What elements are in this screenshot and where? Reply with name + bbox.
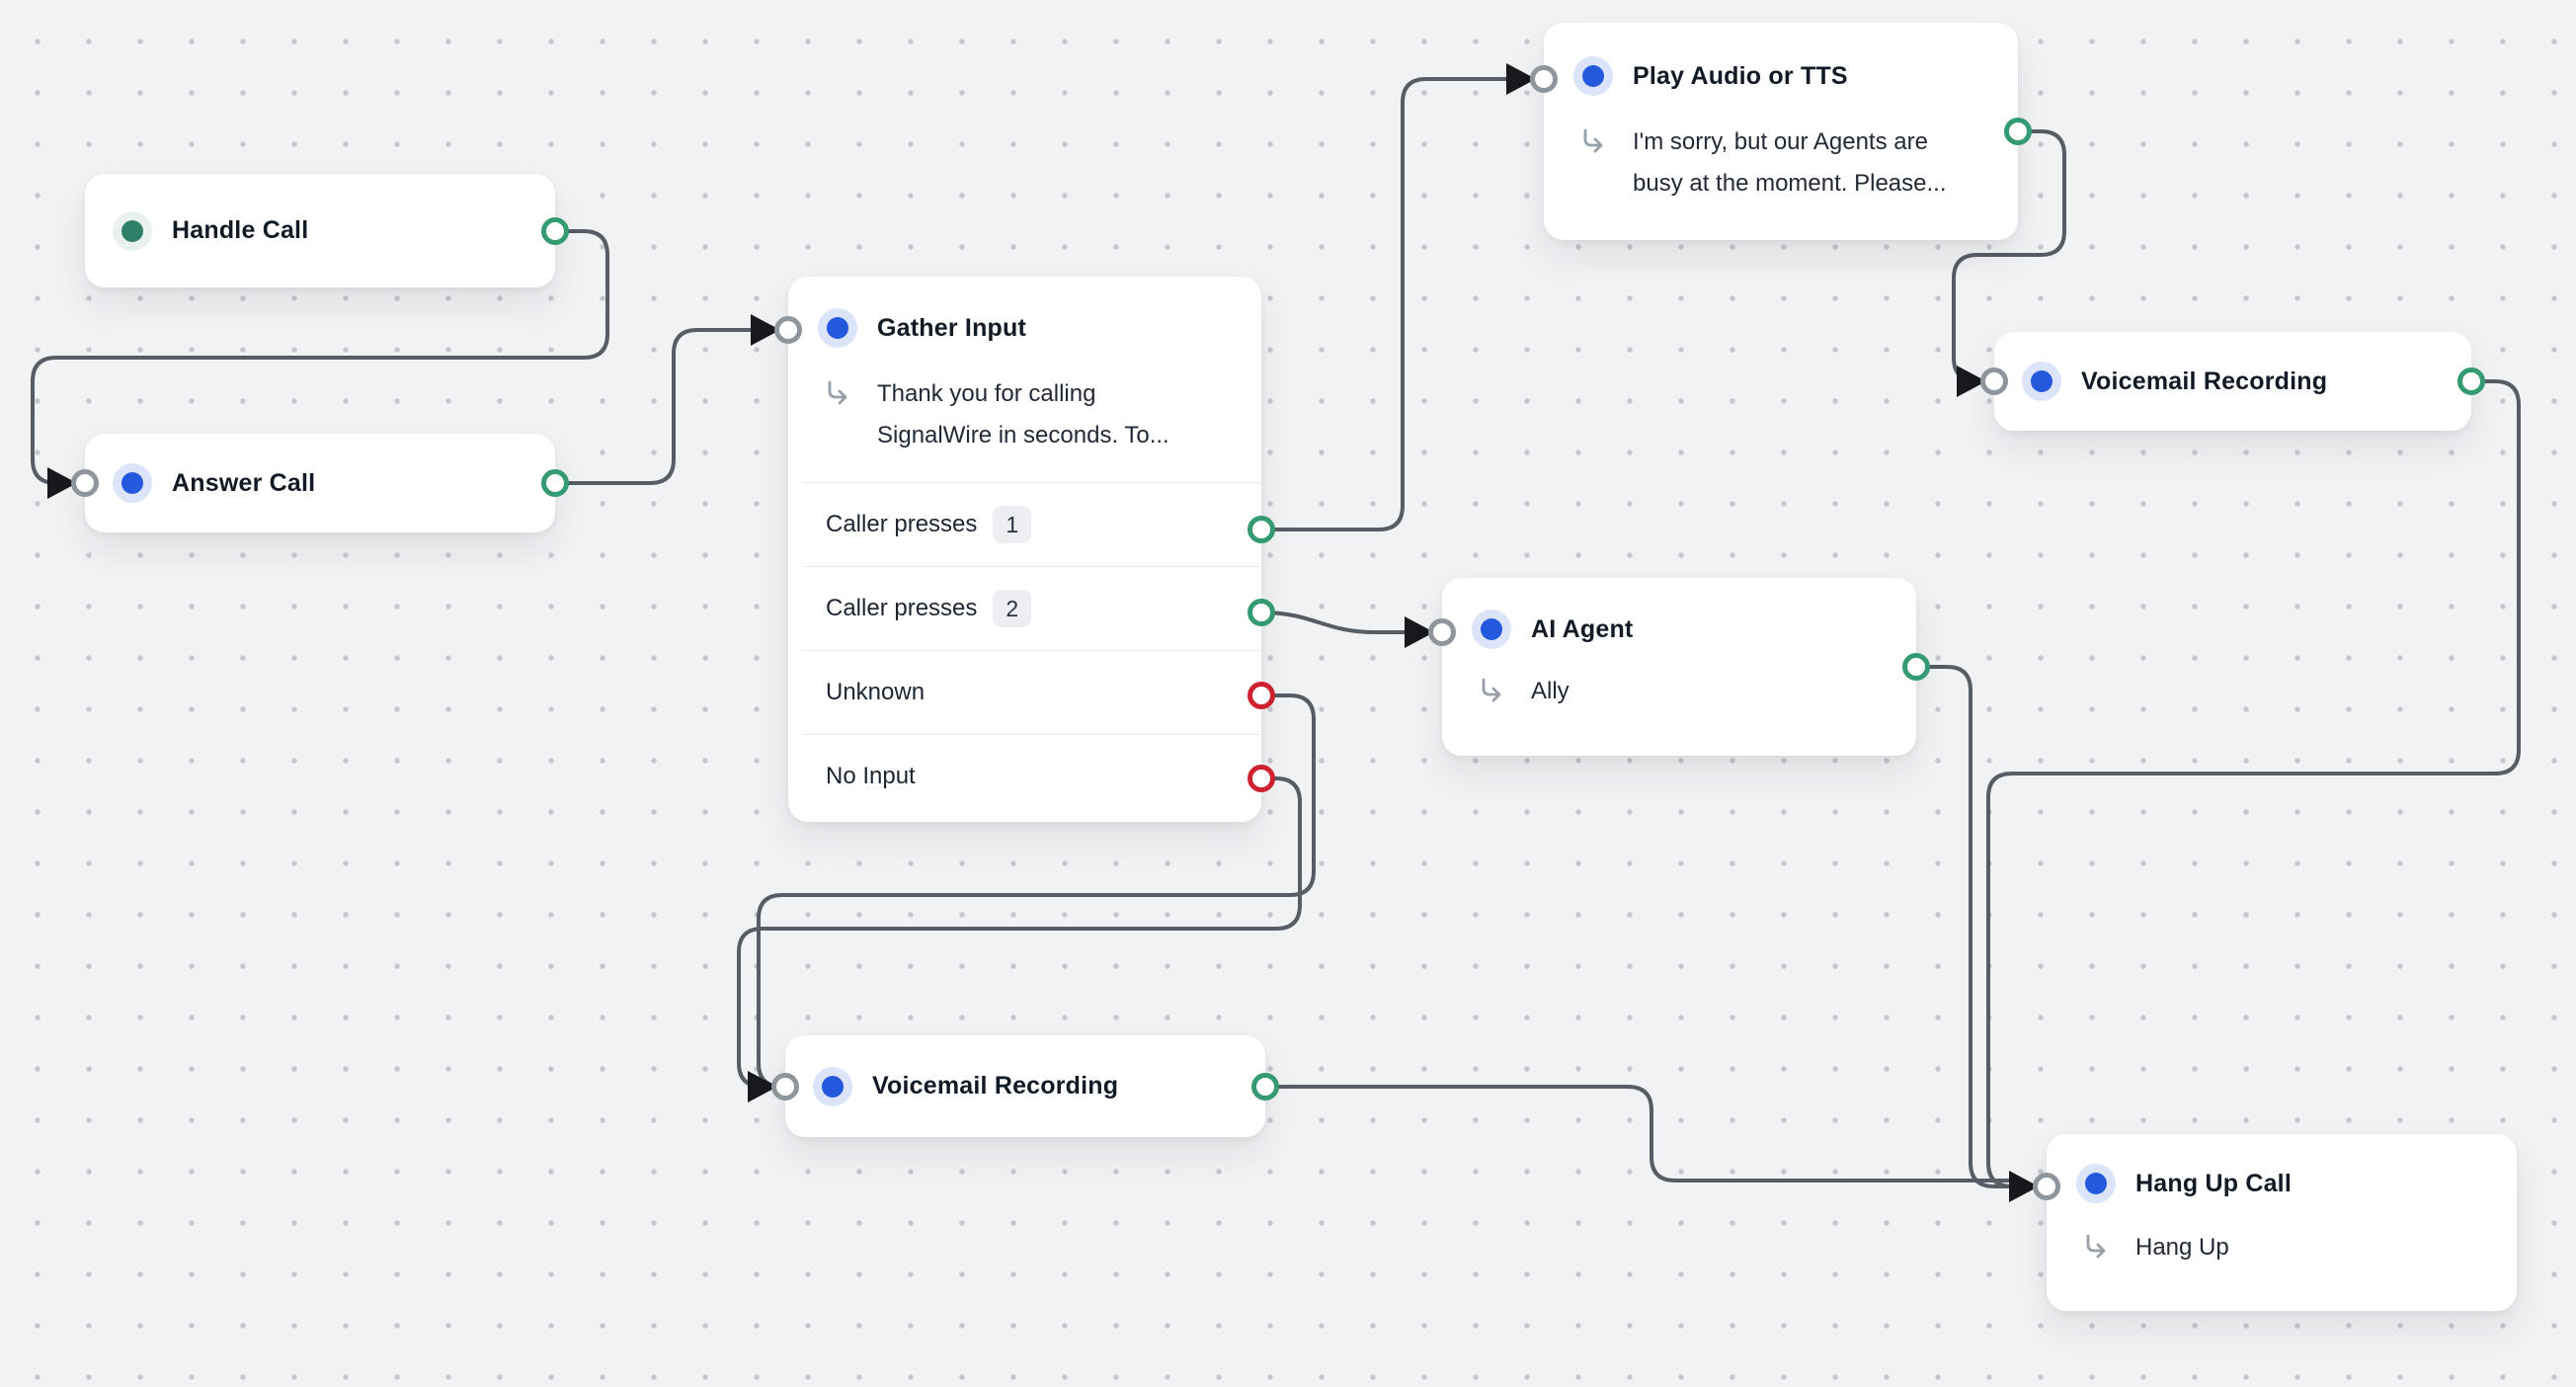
hang-up-prompt: Hang Up [2135,1234,2229,1261]
gather-unknown-output-port[interactable] [1248,682,1275,709]
voicemail-right-type-icon [2022,362,2061,401]
key-badge: 2 [993,590,1032,627]
gather-row-caller-presses-2: Caller presses 2 [788,567,1261,650]
node-title: Voicemail Recording [2081,367,2328,395]
node-voicemail-recording-right[interactable]: Voicemail Recording [1980,332,2485,431]
node-title: Voicemail Recording [872,1072,1119,1100]
edge-caller-presses-2-to-ai-agent[interactable] [1260,611,1417,634]
node-ai-agent[interactable]: AI Agent Ally [1428,578,1930,756]
prompt-arrow-icon [1472,671,1511,704]
edge-no-input-to-voicemail-recording[interactable] [737,776,1302,1089]
edge-voicemail-recording-to-hang-up-2[interactable] [1265,1085,2017,1183]
prompt-arrow-icon [818,373,857,407]
voicemail-bottom-output-port[interactable] [1251,1073,1279,1101]
handle-call-type-icon [113,210,152,251]
edge-caller-presses-1-to-play-audio[interactable] [1261,77,1516,531]
ai-agent-input-arrow-icon [1405,616,1434,648]
voicemail-bottom-type-icon [813,1066,852,1106]
node-title: Play Audio or TTS [1633,61,1848,90]
voicemail-bottom-input-arrow-icon [748,1071,777,1102]
play-audio-type-icon [1573,56,1613,96]
ai-agent-prompt: Ally [1531,678,1570,704]
row-label: Caller presses [826,511,978,537]
hang-up-input-arrow-icon [2009,1171,2039,1202]
node-gather-input[interactable]: Gather Input Thank you for calling Signa… [774,277,1275,822]
hang-up-input-port[interactable] [2033,1173,2060,1200]
play-audio-prompt: I'm sorry, but our Agents are busy at th… [1633,128,1947,197]
answer-call-input-arrow-icon [47,467,77,499]
gather-row-unknown: Unknown [788,651,1261,734]
edge-voicemail-recording-to-hang-up[interactable] [1986,379,2521,1188]
edge-handle-call-to-answer-call[interactable] [31,229,609,485]
gather-caller-presses-1-output-port[interactable] [1248,516,1275,543]
gather-caller-presses-2-output-port[interactable] [1248,599,1275,626]
gather-input-prompt: Thank you for calling SignalWire in seco… [877,380,1169,449]
play-audio-input-arrow-icon [1506,63,1536,95]
node-title: Gather Input [877,313,1027,342]
voicemail-right-output-port[interactable] [2457,367,2485,395]
answer-call-type-icon [113,463,152,503]
ai-agent-type-icon [1472,610,1511,649]
answer-call-input-port[interactable] [71,469,99,497]
key-badge: 1 [993,506,1032,543]
node-answer-call[interactable]: Answer Call [71,434,569,532]
gather-input-input-port[interactable] [774,316,802,344]
node-title: Answer Call [172,468,316,497]
ai-agent-output-port[interactable] [1902,653,1930,681]
node-handle-call[interactable]: Handle Call [85,174,569,287]
gather-row-no-input: No Input [788,735,1261,818]
prompt-arrow-icon [1573,122,1613,155]
gather-input-input-arrow-icon [751,314,780,346]
hang-up-type-icon [2076,1164,2116,1203]
gather-input-type-icon [818,308,857,348]
edge-answer-call-to-gather-input[interactable] [555,328,761,485]
row-label: No Input [826,763,916,789]
node-hang-up-call[interactable]: Hang Up Call Hang Up [2033,1134,2517,1311]
gather-no-input-output-port[interactable] [1248,765,1275,792]
voicemail-right-input-arrow-icon [1957,366,1986,397]
edge-unknown-to-voicemail-recording[interactable] [757,694,1316,1089]
node-title: Hang Up Call [2135,1169,2292,1197]
prompt-arrow-icon [2076,1227,2116,1261]
edge-play-audio-to-voicemail-recording[interactable] [1952,129,2066,383]
gather-row-caller-presses-1: Caller presses 1 [788,483,1261,566]
node-title: Handle Call [172,216,309,244]
edge-ai-agent-to-hang-up[interactable] [1916,665,2020,1188]
play-audio-output-port[interactable] [2004,118,2032,145]
node-title: AI Agent [1531,614,1634,643]
voicemail-right-input-port[interactable] [1980,367,2008,395]
node-voicemail-recording-bottom[interactable]: Voicemail Recording [771,1035,1279,1137]
row-label: Unknown [826,679,926,705]
node-play-audio-or-tts[interactable]: Play Audio or TTS I'm sorry, but our Age… [1530,23,2032,240]
voicemail-bottom-input-port[interactable] [771,1073,799,1101]
row-label: Caller presses [826,595,978,621]
ai-agent-input-port[interactable] [1428,618,1456,646]
answer-call-output-port[interactable] [541,469,569,497]
handle-call-output-port[interactable] [541,217,569,245]
play-audio-input-port[interactable] [1530,65,1558,93]
